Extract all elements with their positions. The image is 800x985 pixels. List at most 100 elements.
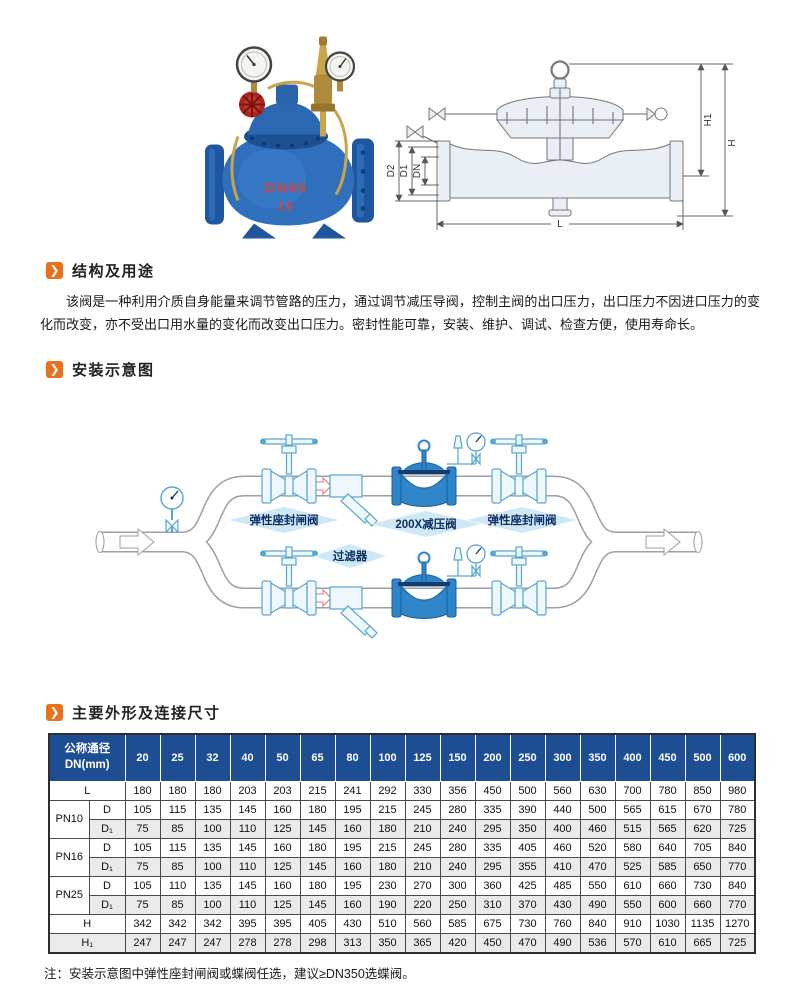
- strainer-label: 过滤器: [333, 549, 368, 563]
- dimension-value: 145: [229, 875, 266, 896]
- dn-column-header: 100: [369, 733, 406, 782]
- dimension-value: 770: [719, 856, 756, 877]
- dimension-value: 600: [649, 894, 686, 915]
- dimension-value: 180: [369, 856, 406, 877]
- handwheel: [239, 91, 265, 118]
- row-group-label: PN16: [48, 837, 90, 877]
- section-title: 安装示意图: [72, 361, 155, 379]
- dimensions-section-header: ❯ 主要外形及连接尺寸: [46, 702, 800, 723]
- dimension-value: 550: [614, 894, 651, 915]
- dimension-value: 160: [334, 894, 371, 915]
- dimension-value: 470: [509, 932, 546, 953]
- dn-column-header: 350: [579, 733, 616, 782]
- dim-label-h: H: [727, 139, 738, 146]
- dn-column-header: 500: [684, 733, 721, 782]
- dn-column-header: 65: [299, 733, 336, 782]
- dimension-value: 440: [544, 799, 581, 820]
- section-arrow-icon: ❯: [46, 262, 63, 279]
- section-arrow-icon: ❯: [46, 703, 63, 721]
- dimension-value: 420: [439, 932, 476, 953]
- dimension-value: 840: [719, 875, 756, 896]
- dimension-value: 665: [684, 932, 721, 953]
- dimension-value: 160: [264, 799, 301, 820]
- row-label: D: [88, 799, 126, 820]
- top-figures: DN80 16: [0, 0, 800, 248]
- dimension-value: 585: [439, 913, 476, 934]
- dimension-value: 210: [404, 818, 441, 839]
- flow-arrow-inlet: [119, 527, 155, 556]
- dimension-value: 135: [194, 875, 231, 896]
- dimension-value: 250: [439, 894, 476, 915]
- dn-column-header: 25: [159, 733, 196, 782]
- dimension-value: 105: [124, 837, 161, 858]
- dimension-value: 160: [334, 818, 371, 839]
- dimension-value: 190: [369, 894, 406, 915]
- dimension-value: 550: [579, 875, 616, 896]
- dn-column-header: 125: [404, 733, 441, 782]
- dimension-value: 725: [719, 932, 756, 953]
- section-title: 结构及用途: [72, 263, 155, 280]
- dimension-value: 295: [474, 818, 511, 839]
- dimension-value: 180: [159, 780, 196, 801]
- dimension-value: 125: [264, 818, 301, 839]
- dimension-value: 610: [649, 932, 686, 953]
- dimension-value: 840: [719, 837, 756, 858]
- dimension-value: 430: [334, 913, 371, 934]
- installation-diagram-wrap: 弹性座封闸阀 200X减压阀 弹性座封闸阀 过滤器: [94, 396, 800, 686]
- dimension-value: 300: [439, 875, 476, 896]
- dimension-value: 180: [124, 780, 161, 801]
- relief-valve-symbol: [406, 107, 497, 144]
- dimension-value: 760: [544, 913, 581, 934]
- dimension-value: 980: [719, 780, 756, 801]
- dimension-value: 1270: [719, 913, 756, 934]
- dimension-value: 390: [509, 799, 546, 820]
- dn-column-header: 600: [719, 733, 756, 782]
- dimension-value: 292: [369, 780, 406, 801]
- row-group-label: PN25: [48, 875, 90, 915]
- dimension-value: 180: [369, 818, 406, 839]
- dimension-value: 245: [404, 837, 441, 858]
- dimension-value: 278: [264, 932, 301, 953]
- dimension-value: 105: [124, 799, 161, 820]
- dimension-value: 350: [509, 818, 546, 839]
- gate-valve-left-label: 弹性座封闸阀: [250, 513, 319, 527]
- dimension-value: 335: [474, 799, 511, 820]
- dimension-value: 515: [614, 818, 651, 839]
- dimension-value: 580: [614, 837, 651, 858]
- gate-valve-symbol: [489, 433, 549, 504]
- dim-label-dn: DN: [412, 164, 423, 178]
- dimension-value: 485: [544, 875, 581, 896]
- dimension-value: 536: [579, 932, 616, 953]
- dimension-value: 110: [229, 894, 266, 915]
- dimension-value: 360: [474, 875, 511, 896]
- dimension-value: 910: [614, 913, 651, 934]
- dimension-value: 270: [404, 875, 441, 896]
- dimension-lines: H1 H D2 D1 DN L: [386, 63, 738, 230]
- dimension-value: 135: [194, 837, 231, 858]
- dimension-value: 145: [229, 799, 266, 820]
- dimension-value: 145: [299, 856, 336, 877]
- dimension-value: 330: [404, 780, 441, 801]
- dimension-value: 278: [229, 932, 266, 953]
- dimension-value: 850: [684, 780, 721, 801]
- dimension-value: 85: [159, 818, 196, 839]
- dimension-value: 215: [299, 780, 336, 801]
- technical-drawing-figure: H1 H D2 D1 DN L: [386, 60, 738, 230]
- dimension-value: 585: [649, 856, 686, 877]
- dimension-value: 460: [544, 837, 581, 858]
- row-group-label: PN10: [48, 799, 90, 839]
- dimension-value: 210: [404, 856, 441, 877]
- gate-valve-symbol: [259, 545, 319, 616]
- dimension-value: 525: [614, 856, 651, 877]
- dimension-value: 230: [369, 875, 406, 896]
- dimension-value: 700: [614, 780, 651, 801]
- dimension-value: 180: [299, 799, 336, 820]
- dimension-value: 650: [684, 856, 721, 877]
- dimension-value: 160: [264, 875, 301, 896]
- dimension-value: 450: [474, 780, 511, 801]
- dimension-value: 195: [334, 837, 371, 858]
- dimension-value: 630: [579, 780, 616, 801]
- row-label: D: [88, 875, 126, 896]
